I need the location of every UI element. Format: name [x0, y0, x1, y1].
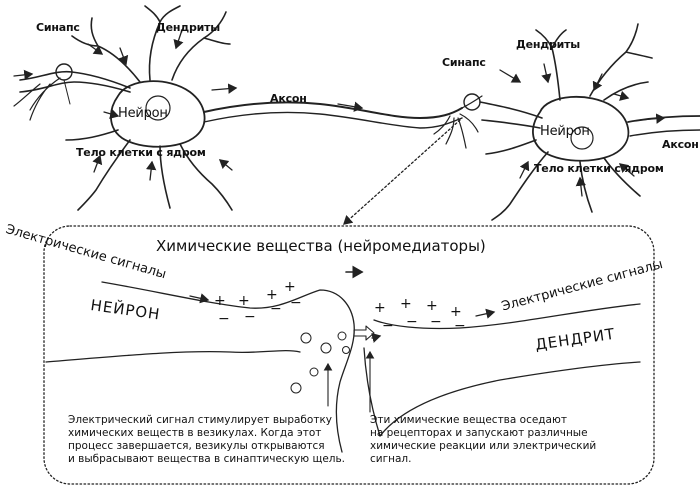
- note-left-line-1: Электрический сигнал стимулирует выработ…: [68, 414, 333, 426]
- note-right-line-4: сигнал.: [370, 453, 412, 465]
- svg-text:−: −: [406, 314, 418, 330]
- left-neuron: [13, 5, 463, 211]
- svg-text:+: +: [214, 293, 226, 309]
- note-right-line-2: на рецепторах и запускают различные: [370, 427, 588, 439]
- svg-text:−: −: [430, 314, 442, 330]
- note-right-line-3: химические реакции или электрический: [370, 440, 597, 452]
- svg-text:+: +: [450, 304, 462, 320]
- detail-title: Химические вещества (нейромедиаторы): [156, 237, 486, 255]
- svg-text:+: +: [426, 298, 438, 314]
- label-synapse-left: Синапс: [36, 21, 80, 34]
- svg-text:+: +: [284, 279, 296, 295]
- detail-panel-border: [43, 225, 655, 485]
- label-cell-body-left: Тело клетки с ядром: [76, 146, 206, 159]
- zoom-pointer-line: [343, 119, 461, 225]
- left-nucleus: [145, 95, 171, 121]
- note-left: Электрический сигнал стимулирует выработ…: [68, 414, 345, 466]
- svg-text:−: −: [382, 318, 394, 334]
- svg-text:+: +: [266, 287, 278, 303]
- axon-terminals: [433, 95, 483, 149]
- svg-text:−: −: [218, 311, 230, 327]
- svg-text:−: −: [270, 301, 282, 317]
- label-dendrites-right: Дендриты: [516, 38, 581, 51]
- neurotransmitter-arrow: [353, 325, 375, 341]
- note-right: Эти химические вещества оседают на рецеп…: [370, 414, 596, 466]
- label-cell-body-right: Тело клетки с ядром: [534, 162, 664, 175]
- note-left-line-4: и выбрасывают вещества в синаптическую щ…: [68, 453, 346, 465]
- svg-text:−: −: [290, 295, 302, 311]
- label-axon-middle: Аксон: [270, 92, 307, 105]
- right-neuron: [463, 23, 700, 221]
- label-dendrites-left: Дендриты: [156, 21, 221, 34]
- svg-text:+: +: [400, 296, 412, 312]
- presynaptic-terminal: + + + + − − − −: [45, 279, 355, 453]
- label-axon-right: Аксон: [662, 138, 699, 151]
- note-left-line-3: процесс завершается, везикулы открываютс…: [68, 440, 325, 452]
- note-left-line-2: химических веществ в везикулах. Когда эт…: [68, 427, 322, 439]
- svg-text:−: −: [244, 309, 256, 325]
- label-neuron-left: Нейрон: [118, 106, 168, 121]
- svg-text:+: +: [374, 300, 386, 316]
- svg-text:−: −: [454, 318, 466, 334]
- note-right-line-1: Эти химические вещества оседают: [370, 414, 567, 426]
- label-neuron-right: Нейрон: [540, 124, 590, 139]
- svg-text:+: +: [238, 293, 250, 309]
- label-synapse-right: Синапс: [442, 56, 486, 69]
- right-synapse-circle: [463, 93, 481, 111]
- right-nucleus: [570, 126, 594, 150]
